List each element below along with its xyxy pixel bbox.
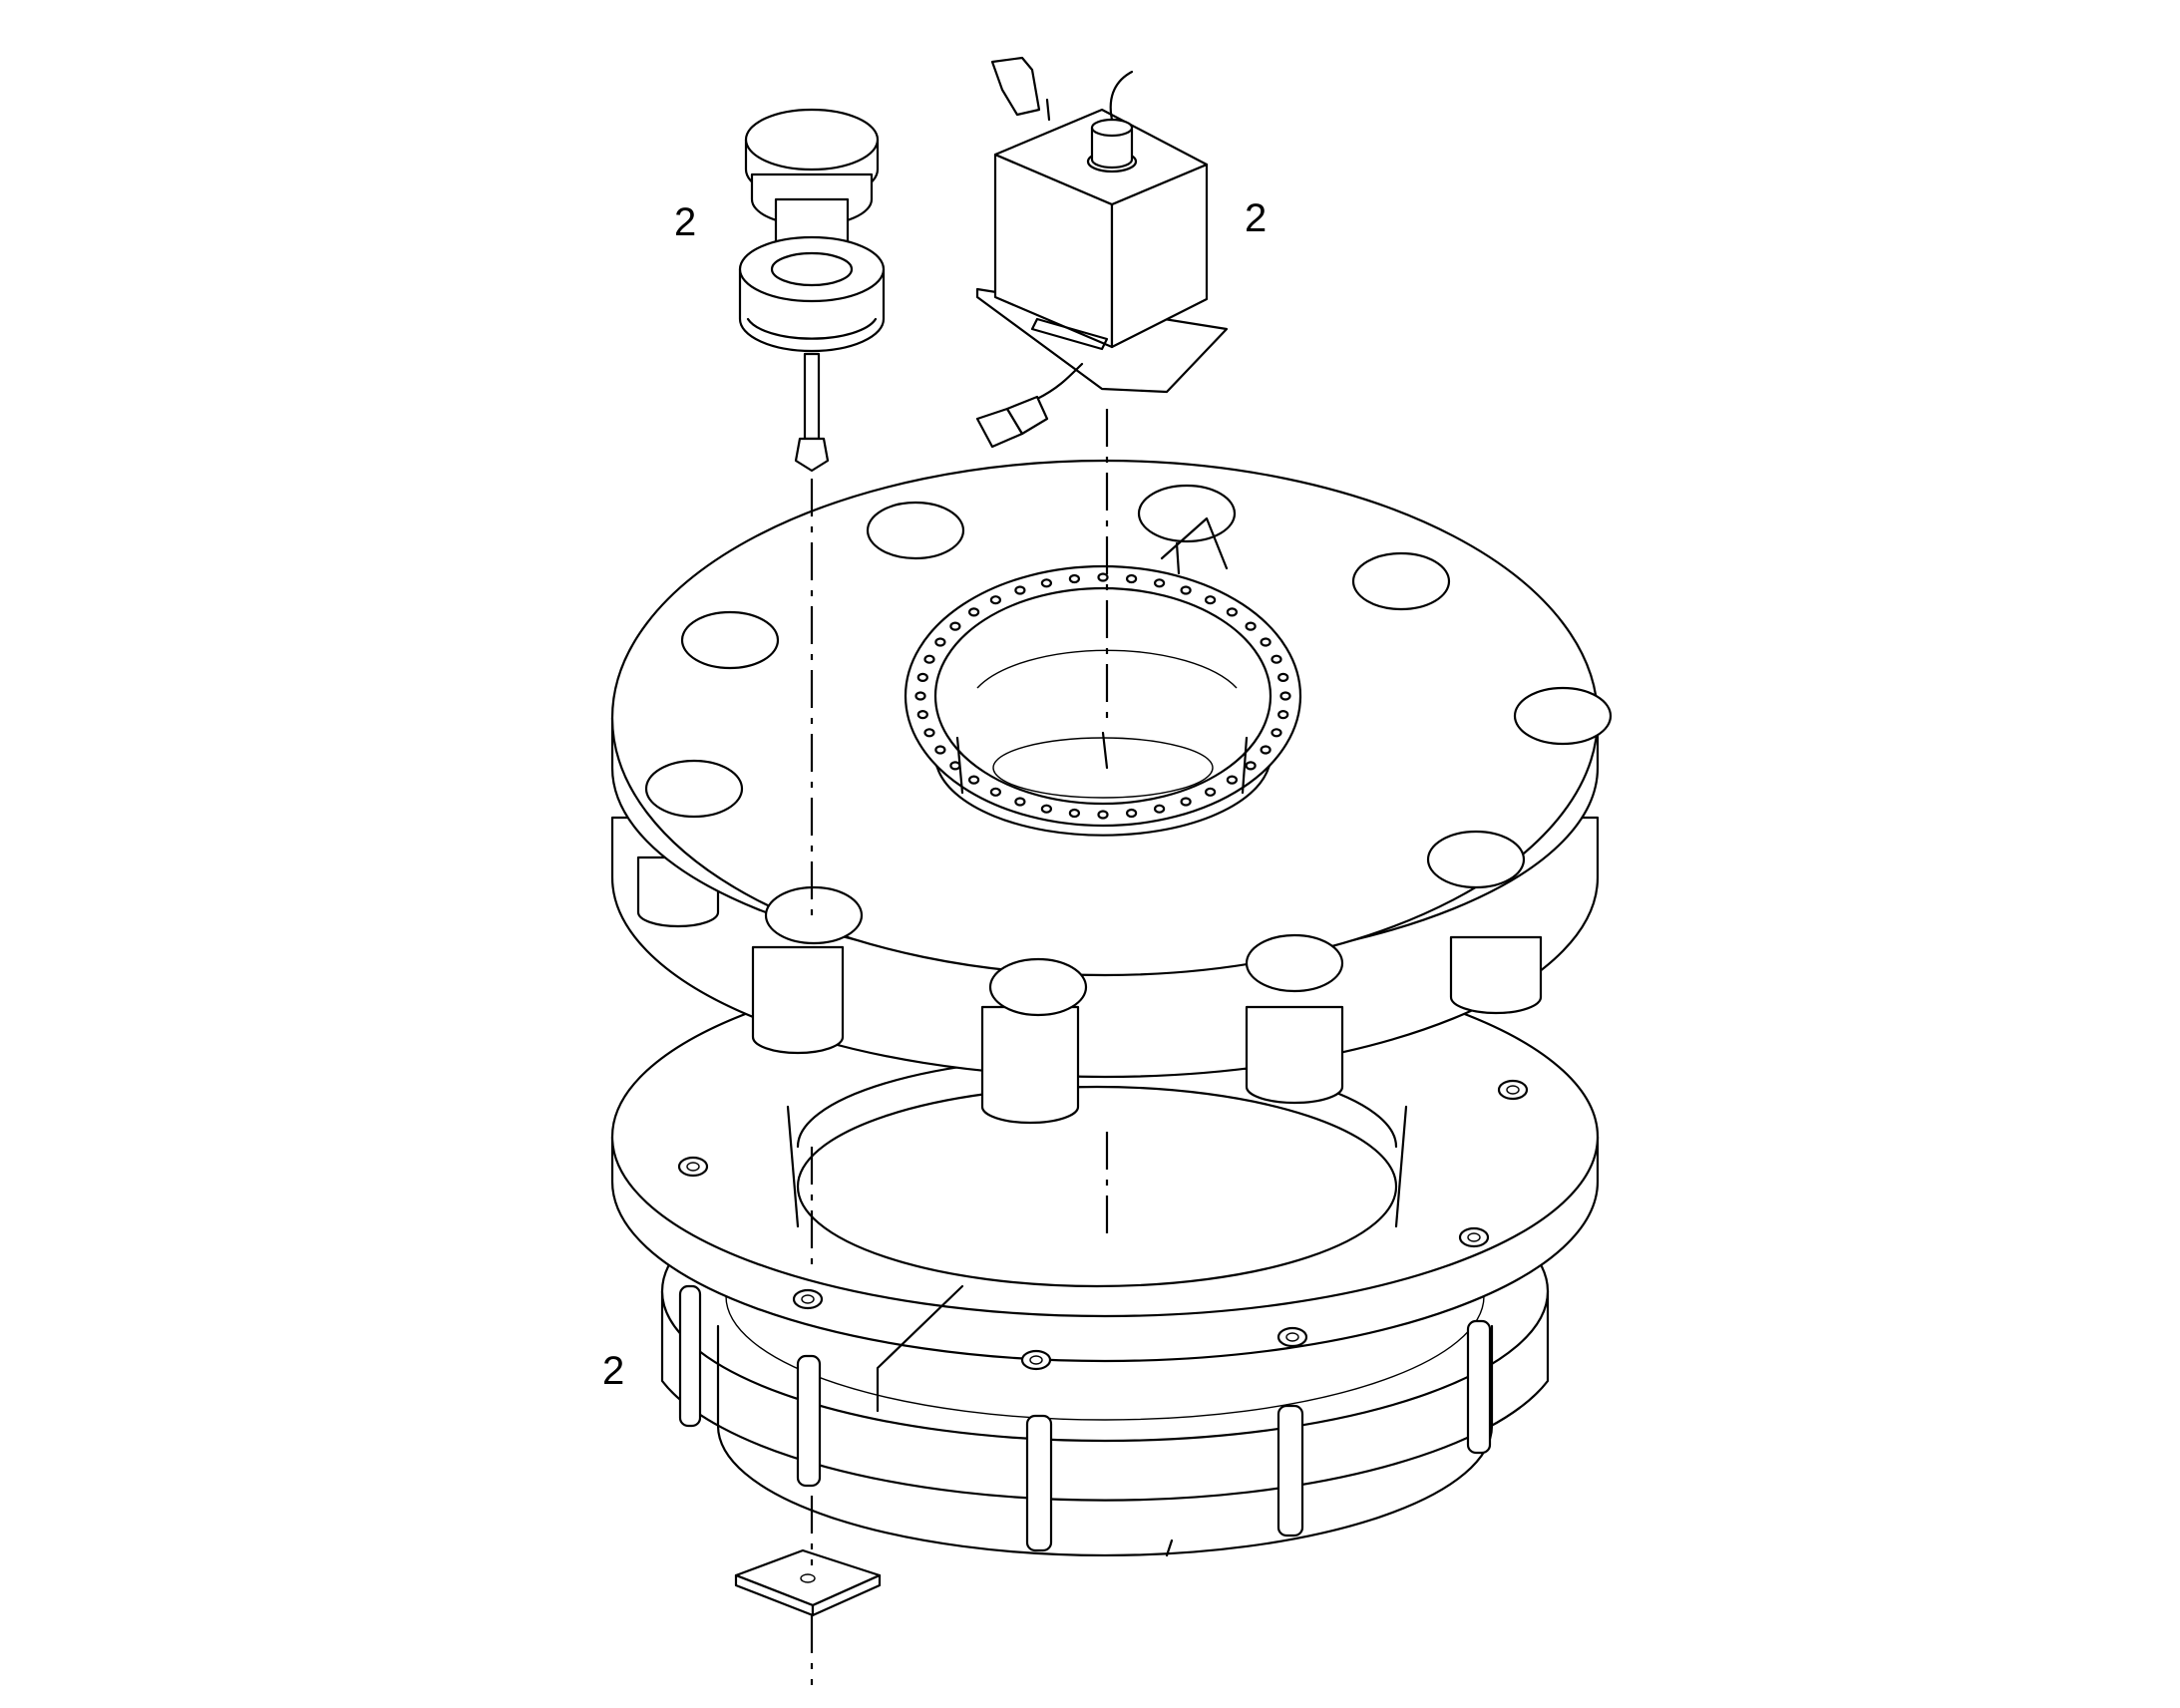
sensor-post (738, 108, 886, 473)
collar-bolt-hole (1260, 637, 1272, 647)
collar-bolt-hole (949, 621, 961, 631)
collar-bolt-hole (1260, 745, 1272, 755)
collar-bolt-hole (1153, 804, 1166, 814)
collar-bolt-hole (1040, 578, 1053, 588)
collar-bolt-hole (989, 595, 1002, 605)
flange-drum (610, 459, 1613, 1125)
collar-bolt-hole (1277, 709, 1289, 720)
flange-holes (644, 484, 1613, 1017)
collar-bolt-hole (1180, 797, 1192, 807)
collar-bolt-circle (914, 572, 1291, 820)
collar-bolt-hole (1279, 691, 1291, 701)
collar-bolt-hole (1125, 808, 1138, 819)
collar-bolt-hole (923, 654, 935, 664)
collar-bolt-hole (1125, 573, 1138, 584)
collar-bolt-hole (1097, 810, 1109, 820)
central-collar (904, 564, 1302, 837)
collar-bolt-hole (1014, 585, 1026, 595)
collar-bolt-hole (916, 672, 928, 683)
ring-plate-bolt-holes (677, 1079, 1529, 1371)
collar-bolt-hole (1097, 572, 1109, 582)
collar-bolt-hole (1068, 808, 1081, 819)
collar-bolt-hole (1040, 804, 1053, 814)
callout-sensor-post: 2 (674, 200, 696, 244)
collar-bolt-hole (989, 787, 1002, 797)
collar-bolt-hole (1245, 621, 1257, 631)
collar-bolt-hole (1204, 595, 1217, 605)
collar-bolt-hole (914, 691, 926, 701)
collar-bolt-hole (967, 607, 980, 617)
collar-bolt-hole (1204, 787, 1217, 797)
callout-junction-box: 2 (1245, 196, 1267, 240)
collar-bolt-hole (1153, 578, 1166, 588)
collar-bolt-hole (916, 709, 928, 720)
collar-bolt-hole (1226, 607, 1239, 617)
center-lines (810, 409, 1109, 1685)
collar-bolt-hole (1226, 775, 1239, 785)
collar-bolt-hole (1271, 654, 1282, 664)
drum-columns (636, 855, 1543, 1125)
callout-base-frame: 2 (602, 1349, 624, 1393)
collar-bolt-hole (923, 728, 935, 738)
collar-bolt-hole (934, 637, 946, 647)
junction-box (975, 56, 1229, 449)
collar-bolt-hole (934, 745, 946, 755)
collar-bolt-hole (1277, 672, 1289, 683)
collar-bolt-hole (1271, 728, 1282, 738)
collar-bolt-hole (949, 761, 961, 771)
collar-bolt-hole (1068, 573, 1081, 584)
collar-bolt-hole (967, 775, 980, 785)
base-pad (734, 1548, 882, 1617)
collar-bolt-hole (1180, 585, 1192, 595)
collar-bolt-hole (1014, 797, 1026, 807)
collar-bolt-hole (1245, 761, 1257, 771)
